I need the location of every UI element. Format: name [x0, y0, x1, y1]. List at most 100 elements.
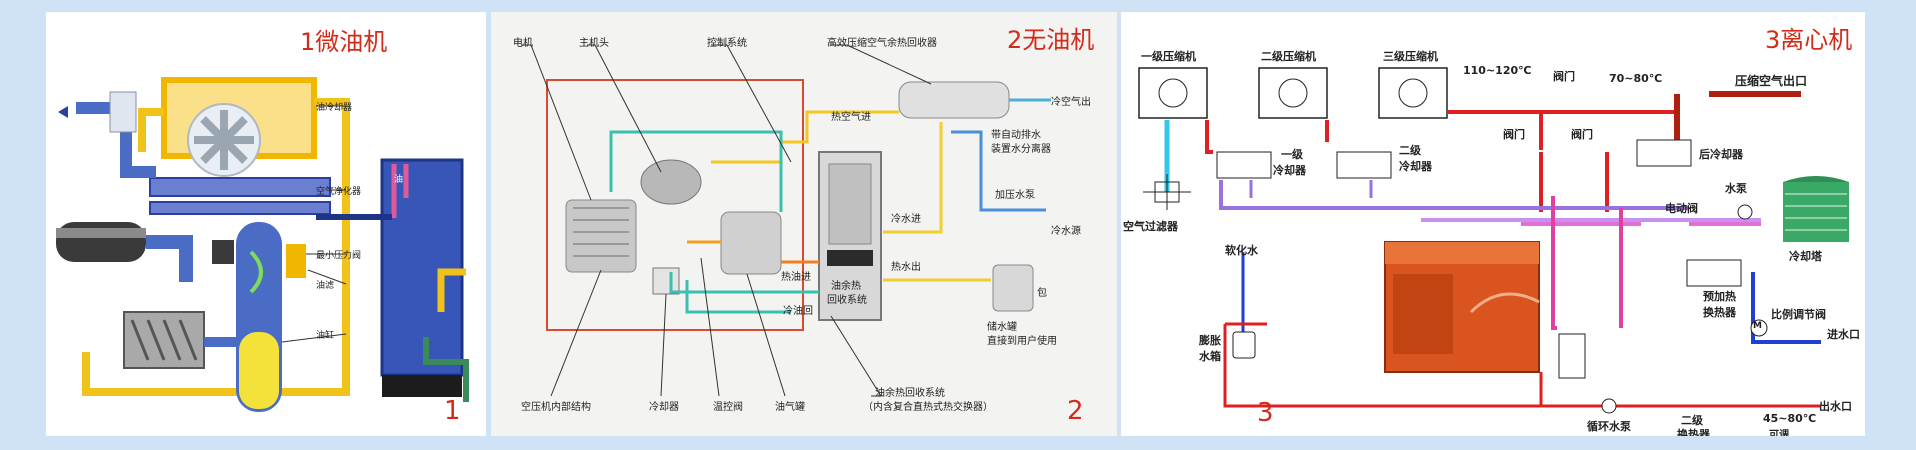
label-hot-water-out: 热水出 [891, 262, 921, 273]
panel-title: 3离心机 [1765, 26, 1853, 54]
air-intake-pipe [76, 102, 156, 178]
label-adjustable: 可调 [1769, 430, 1789, 436]
label-cooler: 冷却器 [649, 402, 679, 413]
motor-unit [565, 199, 637, 273]
yellow-pipe-dryer [437, 268, 466, 312]
label-water-out: 出水口 [1819, 400, 1852, 413]
hot-water-out-line [1223, 322, 1821, 408]
compressor-head [640, 159, 702, 205]
green-pipe [423, 337, 469, 402]
label-stage3: 三级压缩机 [1383, 50, 1438, 63]
oil-pipe-left [138, 108, 164, 152]
label-motor: 电机 [513, 38, 533, 49]
compressor-units [1138, 67, 1448, 119]
panel-number: 1 [444, 396, 461, 426]
air-filter-icon [1143, 174, 1191, 210]
label-cooler2-a: 二级 [1399, 144, 1421, 157]
intake-valve [109, 91, 137, 133]
label-valve-right: 阀门 [1571, 128, 1593, 141]
panel-title: 1微油机 [300, 28, 388, 56]
stage2-hx-box [1558, 333, 1586, 379]
label-temp-mid: 70~80℃ [1609, 72, 1663, 85]
expansion-tank [1232, 331, 1256, 359]
fan-blades-icon [194, 110, 254, 170]
label-cold-oil-return: 冷油回 [783, 306, 813, 317]
label-cold-air-out: 冷空气出 [1051, 97, 1091, 108]
centrifugal-diagram [1138, 67, 1849, 414]
min-pressure-valve [212, 240, 234, 264]
label-stage2-hx-b: 换热器 [1677, 428, 1710, 436]
label-thermo-valve: 温控阀 [713, 402, 743, 413]
cold-oil-return-pipe [669, 272, 819, 294]
label-internal-structure: 空压机内部结构 [521, 402, 591, 413]
motor-symbol: M [1753, 321, 1762, 331]
label-cooling-tower: 冷却塔 [1789, 250, 1822, 263]
hot-air-pipe [711, 110, 899, 164]
circ-pump-icon [1601, 398, 1617, 414]
air-channel-1 [149, 177, 331, 197]
label-preheat-b: 换热器 [1703, 306, 1736, 319]
label-recovery-unit: 高效压缩空气余热回收器 [827, 38, 937, 49]
water-pump-icon [1737, 204, 1753, 220]
control-panel [827, 250, 873, 266]
compressor-photo-panel [1393, 274, 1453, 354]
label-expansion-b: 水箱 [1199, 350, 1221, 363]
label-water-in: 进水口 [1827, 328, 1860, 341]
label-preheat-a: 预加热 [1703, 290, 1736, 303]
label-after-cooler: 后冷却器 [1699, 148, 1743, 161]
label-tank-1: 储水罐 [987, 322, 1017, 333]
recovery-filters [828, 163, 872, 245]
heating-loop [1551, 196, 1623, 330]
label-prop-valve: 比例调节阀 [1771, 308, 1826, 321]
label-cooler1-b: 冷却器 [1273, 164, 1306, 177]
internal-structure-frame [546, 79, 804, 331]
cooling-loop-pipe [609, 130, 783, 212]
label-oil-gas-tank: 油气罐 [775, 402, 805, 413]
label-main-head: 主机头 [579, 38, 609, 49]
oil-gas-tank-unit [720, 211, 782, 275]
label-min-pressure-valve: 最小压力阀 [316, 251, 362, 261]
label-pressure-pump: 加压水泵 [995, 190, 1035, 201]
water-in-line [1751, 272, 1821, 344]
cold-water-in-pipe [883, 122, 943, 234]
intake-duct [146, 235, 193, 282]
intake-filter-highlight [56, 228, 146, 238]
label-control-system: 控制系统 [707, 38, 747, 49]
oil-filter-unit [286, 244, 306, 278]
label-temp-out: 45~80℃ [1763, 412, 1817, 425]
cooling-branch [1249, 180, 1373, 198]
label-auto-drain: 带自动排水 [991, 130, 1041, 141]
label-stage2: 二级压缩机 [1261, 50, 1316, 63]
compressor-photo-swoosh [1469, 292, 1540, 314]
dryer-label: 油 [394, 175, 404, 185]
panel2-leader-lines [521, 44, 932, 397]
dryer-pipes [391, 164, 409, 218]
oil-pipe-right [82, 98, 350, 396]
label-valve-left: 阀门 [1503, 128, 1525, 141]
label-heat-recovery-1: 油余热 [831, 281, 861, 292]
label-recovery-system-sub: （内含复合直热式热交换器） [863, 402, 993, 413]
panel-title: 2无油机 [1007, 26, 1095, 54]
screw-rotor-icon [130, 319, 198, 361]
storage-tank [992, 264, 1034, 312]
label-temp-high: 110~120℃ [1463, 64, 1532, 77]
label-cooler2-b: 冷却器 [1399, 160, 1432, 173]
compressor-photo-top [1385, 242, 1539, 264]
flow-arrow-icon [249, 250, 263, 294]
label-air-filter: 空气过滤器 [1123, 220, 1178, 233]
label-tank-2: 直接到用户使用 [987, 336, 1057, 347]
label-stage1: 一级压缩机 [1141, 50, 1196, 63]
cooling-tower-icon [1783, 176, 1849, 242]
panel-oil-free-compressor: 2无油机 电机 主机头 控制系统 高效压缩空气余热回收器 冷空气出 热空气进 带… [491, 12, 1117, 436]
motor-fins-icon [573, 207, 629, 257]
label-cold-water-source: 冷水源 [1051, 226, 1081, 237]
air-line-1 [1205, 122, 1213, 154]
label-air-out: 压缩空气出口 [1735, 74, 1808, 88]
label-separator: 装置水分离器 [991, 144, 1051, 155]
label-valve-top: 阀门 [1553, 70, 1575, 83]
label-water-pump: 水泵 [1725, 182, 1747, 195]
panel-micro-oil-compressor: 1微油机 油冷却器 空气净化器 最小压力阀 油滤 油缸 油 1 [46, 12, 486, 436]
label-hot-oil-in: 热油进 [781, 272, 811, 283]
return-pipe [685, 280, 791, 314]
label-cold-water-in: 冷水进 [891, 214, 921, 225]
